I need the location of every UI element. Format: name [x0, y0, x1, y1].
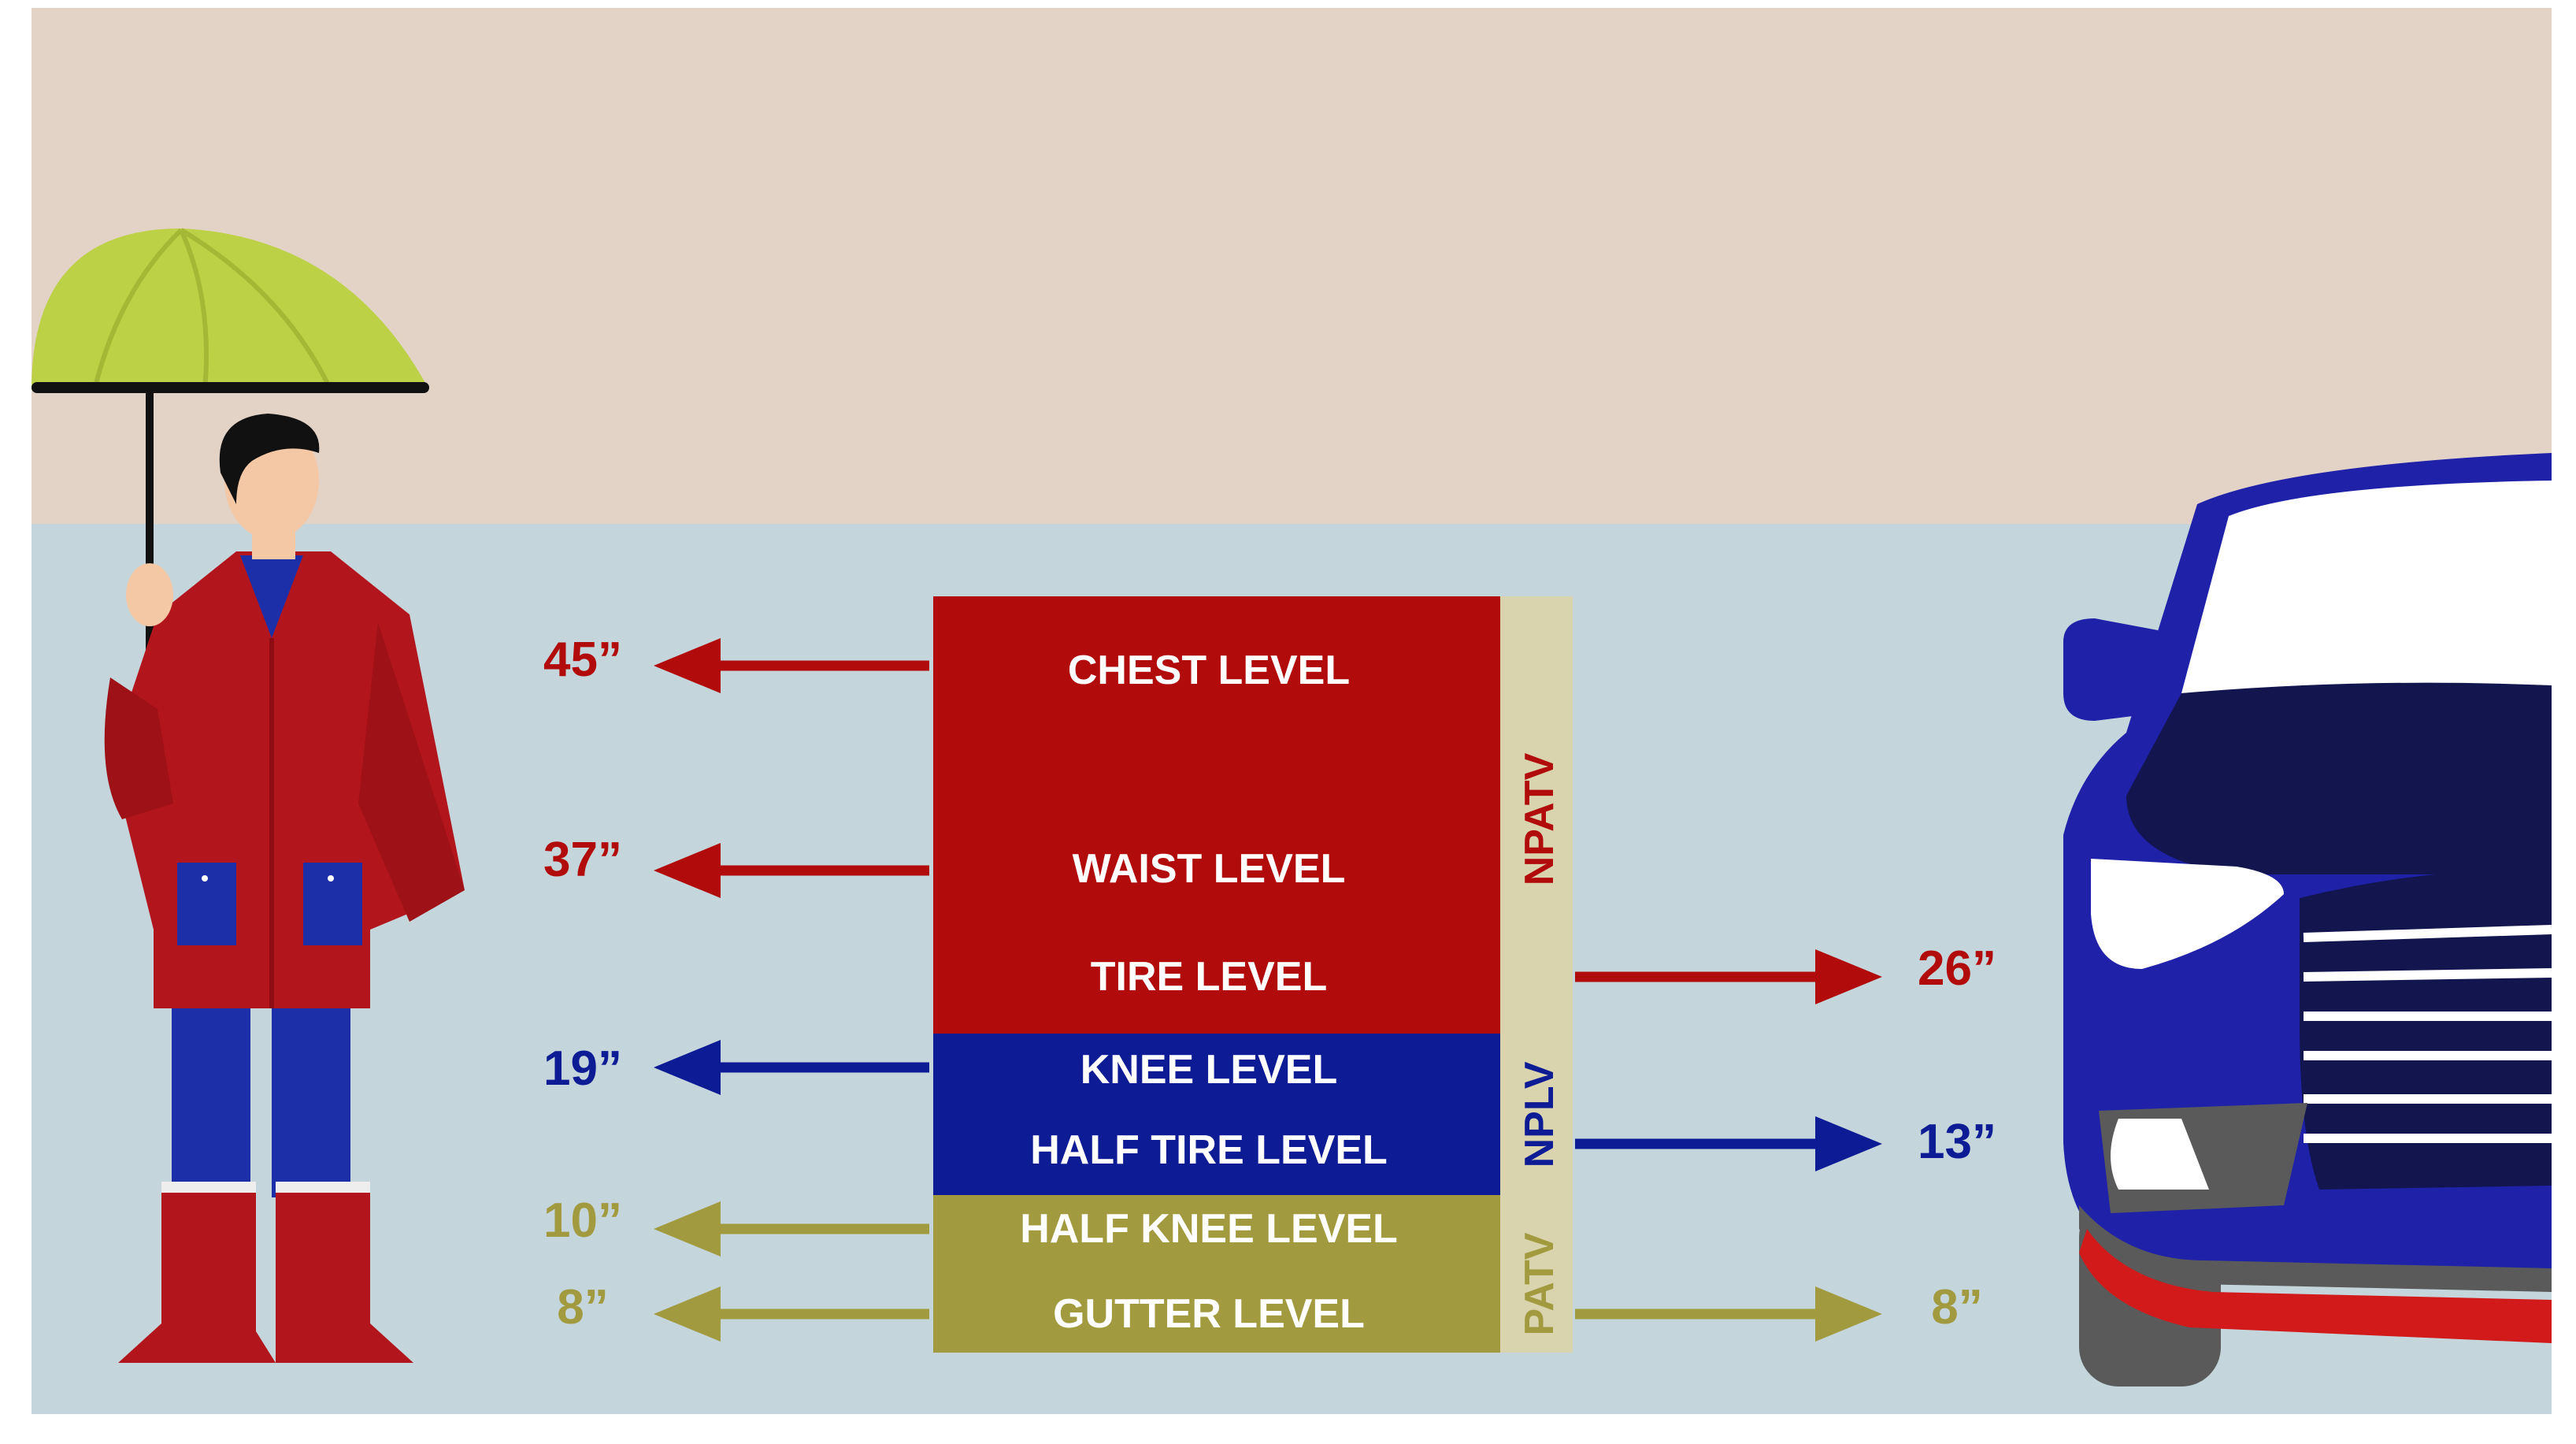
- category-label-nplv: NPLV: [1517, 1061, 1562, 1167]
- person-depth-value: 10”: [543, 1193, 622, 1248]
- nplv-block: [933, 1034, 1500, 1195]
- side-category-bar: [1500, 596, 1573, 1353]
- level-label: HALF TIRE LEVEL: [1030, 1127, 1388, 1173]
- level-label: TIRE LEVEL: [1091, 954, 1327, 1000]
- patv-block: [933, 1195, 1500, 1353]
- arrow-left-icon: [654, 638, 929, 693]
- level-label: WAIST LEVEL: [1073, 846, 1346, 892]
- arrow-left-icon: [654, 843, 929, 898]
- level-label: CHEST LEVEL: [1068, 648, 1350, 693]
- npatv-block: [933, 596, 1500, 1034]
- arrow-left-icon: [654, 1286, 929, 1342]
- level-label: KNEE LEVEL: [1080, 1047, 1338, 1093]
- arrow-right-icon: [1575, 1286, 1882, 1342]
- vehicle-depth-value: 13”: [1918, 1115, 1996, 1169]
- arrow-left-icon: [654, 1201, 929, 1257]
- level-stack: CHEST LEVEL WAIST LEVEL TIRE LEVEL KNEE …: [933, 596, 1573, 1353]
- arrow-right-icon: [1575, 1116, 1882, 1171]
- vehicle-depth-arrows: 26” 13” 8”: [1575, 941, 1996, 1342]
- vehicle-depth-value: 8”: [1931, 1280, 1982, 1334]
- level-label: GUTTER LEVEL: [1053, 1291, 1365, 1337]
- person-depth-value: 37”: [543, 833, 622, 887]
- vehicle-depth-value: 26”: [1918, 941, 1996, 996]
- car-front-icon: [2063, 453, 2552, 1386]
- category-label-patv: PATV: [1517, 1232, 1562, 1335]
- level-label: HALF KNEE LEVEL: [1020, 1206, 1398, 1252]
- person-depth-arrows: 45” 37” 19” 10” 8”: [543, 633, 929, 1342]
- person-depth-value: 19”: [543, 1041, 622, 1096]
- person-depth-value: 8”: [557, 1280, 608, 1334]
- person-with-umbrella-icon: [32, 228, 465, 1363]
- arrow-left-icon: [654, 1040, 929, 1095]
- arrow-right-icon: [1575, 949, 1882, 1004]
- person-depth-value: 45”: [543, 633, 622, 687]
- category-label-npatv: NPATV: [1517, 752, 1562, 885]
- sky-background: [32, 8, 2552, 524]
